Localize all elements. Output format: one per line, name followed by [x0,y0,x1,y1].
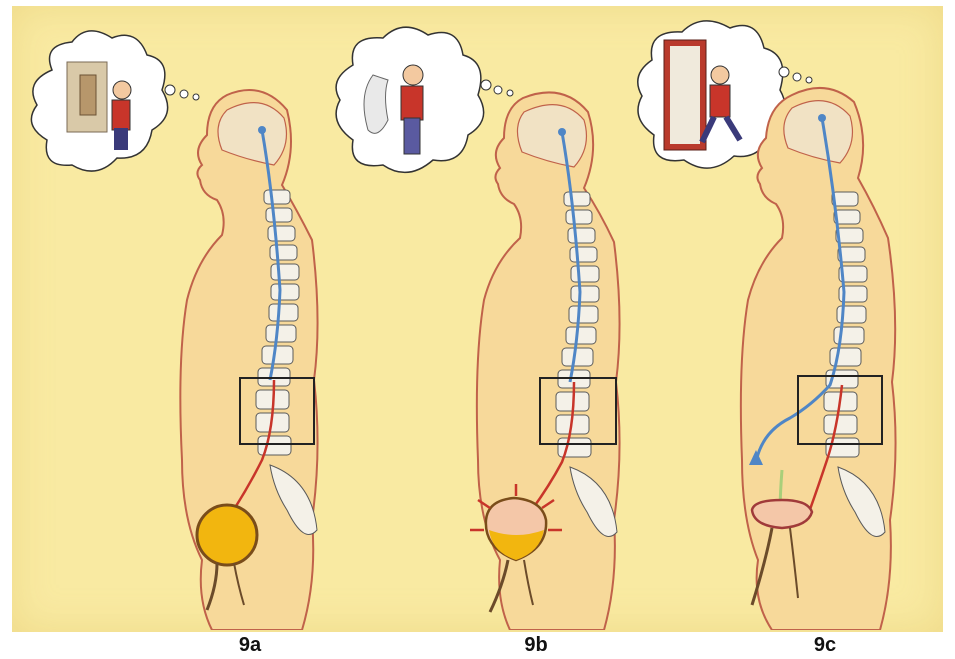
figure-9b [318,0,628,630]
brain-node [558,128,566,136]
thought-dots [165,85,199,100]
caption-9a: 9a [220,634,280,657]
caption-9c: 9c [795,634,855,657]
figure-9a-drawing [12,0,322,630]
thought-dots [481,80,513,96]
body-silhouette [741,88,896,630]
brain-node [258,126,266,134]
thought-bubble-person [336,27,484,172]
figure-9c-drawing [622,0,932,630]
figure-9a [12,0,322,630]
figure-9c [622,0,932,630]
thought-bubble-hallway [31,31,167,171]
thought-dots [779,67,812,83]
caption-9b: 9b [506,634,566,657]
brain-node [818,114,826,122]
figure-9b-drawing [318,0,628,630]
